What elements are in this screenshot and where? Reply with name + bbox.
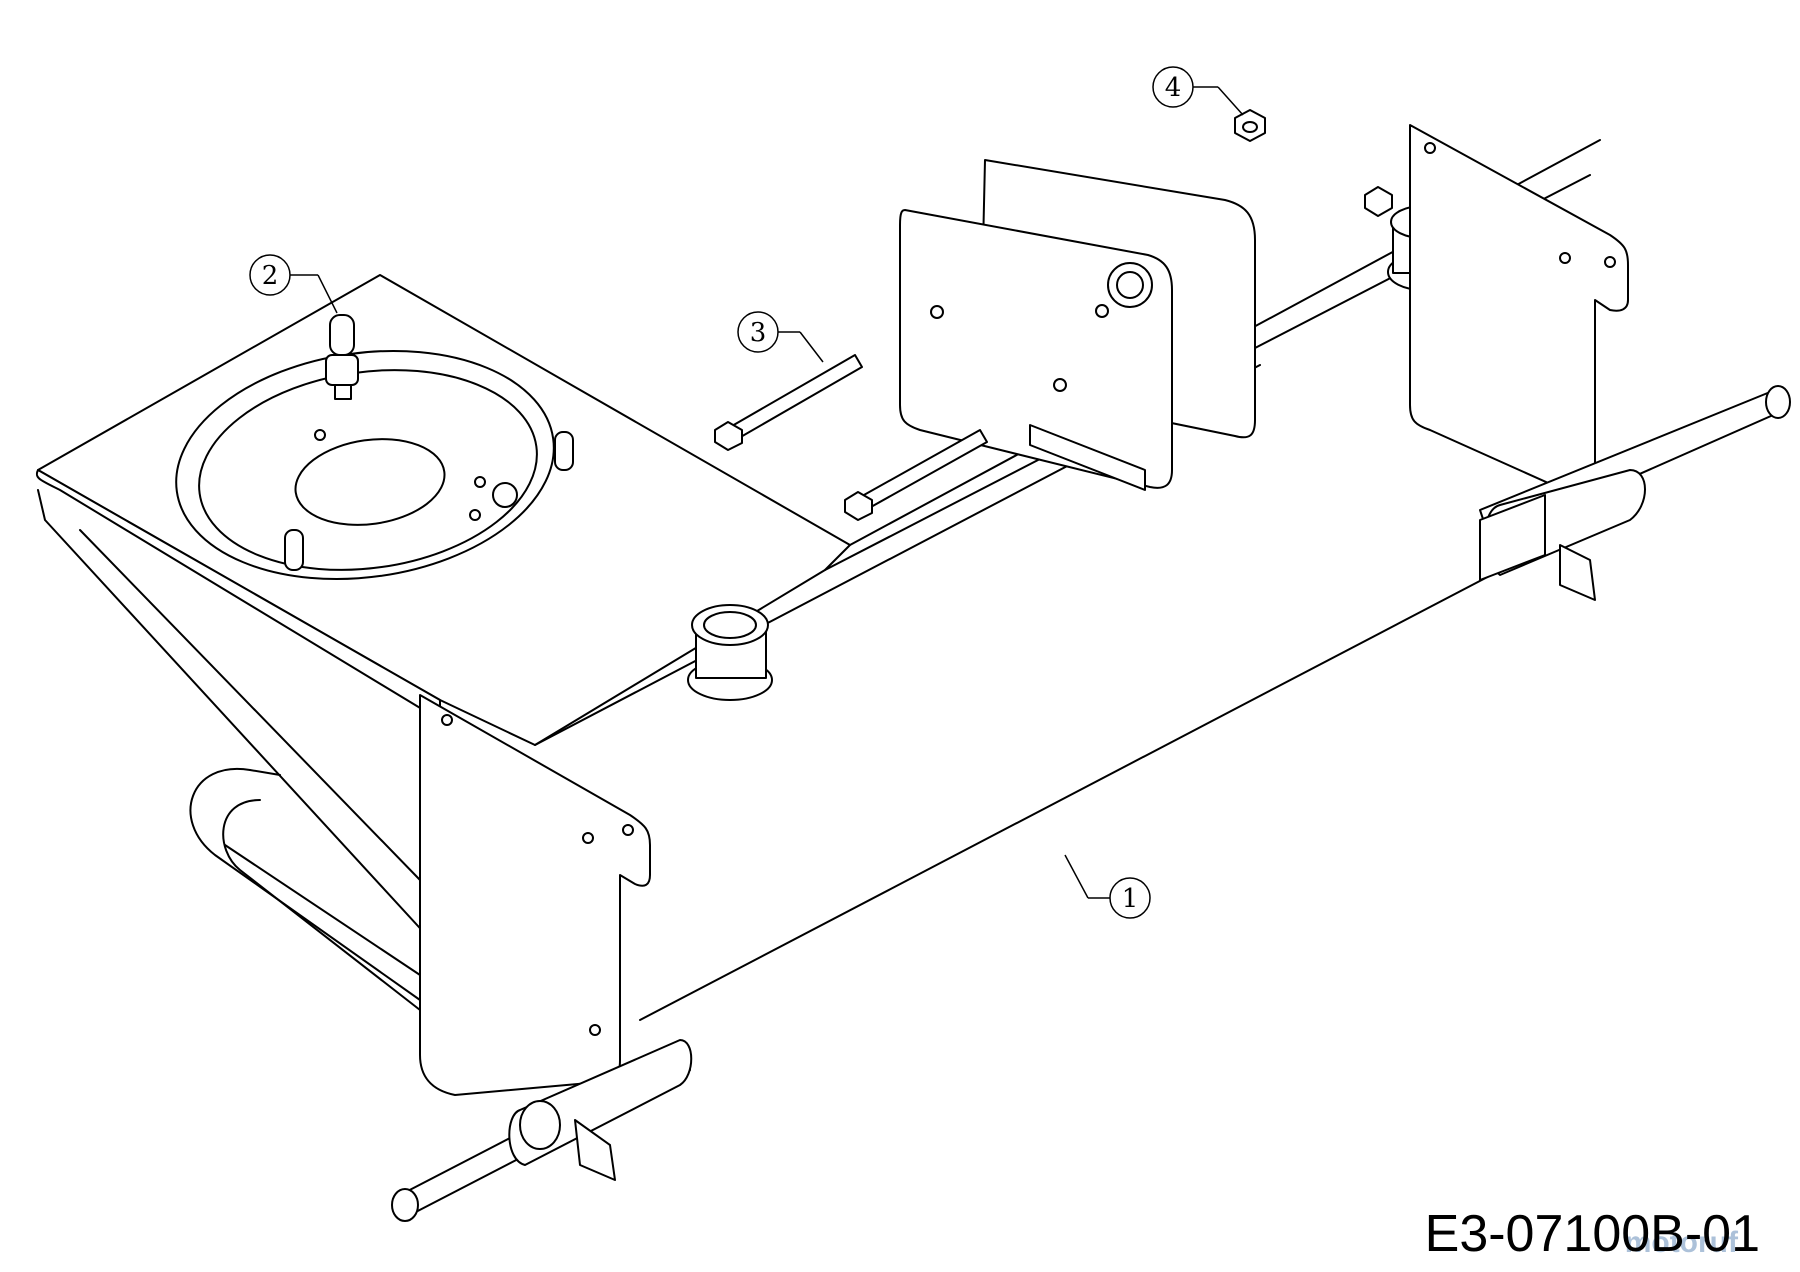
callout-2: 2 — [249, 254, 338, 314]
motor-mount-ring — [175, 349, 555, 581]
callout-3: 3 — [737, 311, 824, 363]
center-bracket — [899, 159, 1256, 491]
right-axle — [1479, 385, 1791, 601]
callout-4-label: 4 — [1165, 73, 1182, 103]
nut-installed — [1364, 186, 1393, 217]
left-end-plate — [419, 694, 651, 1096]
nut-part-4 — [1234, 109, 1266, 142]
left-axle — [391, 1039, 693, 1222]
pin-part-2 — [325, 314, 359, 400]
drawing-code: E3-07100B-01 — [1424, 1205, 1760, 1263]
callout-1: 1 — [1064, 854, 1151, 919]
tube-loop — [189, 767, 421, 1011]
bolt-installed — [844, 429, 988, 521]
hydraulic-fitting — [687, 604, 773, 701]
right-end-plate — [1409, 124, 1629, 498]
callout-3-label: 3 — [750, 318, 767, 348]
watermark: motoruf — [1624, 1226, 1738, 1259]
callout-2-label: 2 — [262, 261, 279, 291]
callout-4: 4 — [1152, 66, 1244, 116]
bolt-part-3 — [714, 354, 863, 451]
callout-1-label: 1 — [1122, 884, 1139, 914]
side-pin — [284, 431, 574, 571]
